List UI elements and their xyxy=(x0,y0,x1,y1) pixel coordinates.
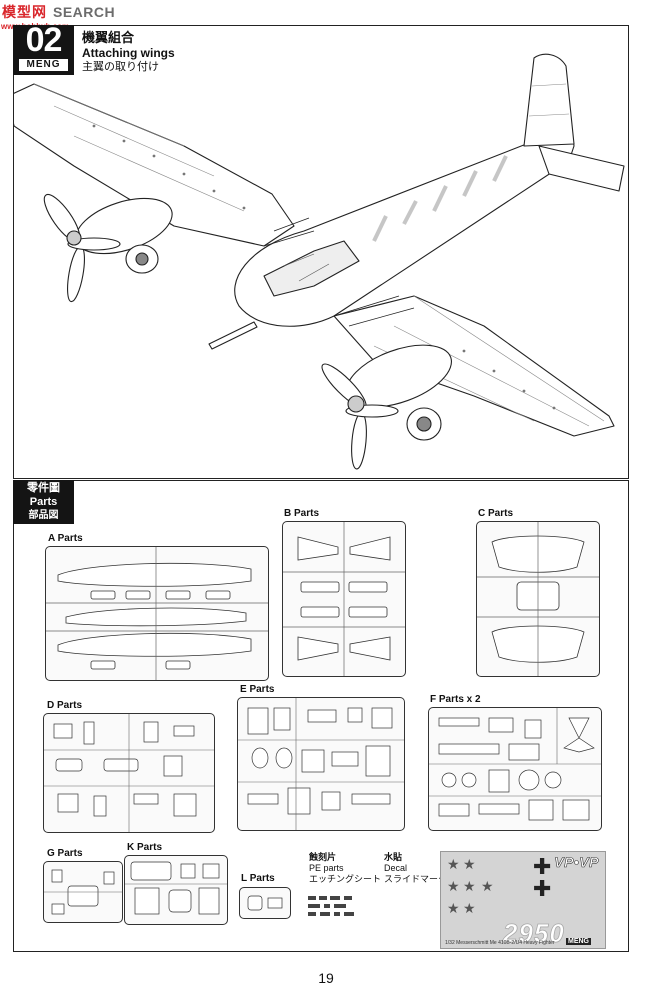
decal-brand: MENG xyxy=(566,938,591,945)
sprue-c-drawing xyxy=(477,522,599,676)
watermark-cn: 模型网 xyxy=(2,4,47,20)
balkenkreuz-icon: ✚ xyxy=(533,854,552,879)
parts-badge: 零件圖 Parts 部品図 xyxy=(13,480,74,524)
balkenkreuz-icon: ✚ xyxy=(533,876,552,901)
decal-fine-print: 1/32 Messerschmitt Me 410B-2/U4 Heavy Fi… xyxy=(445,940,555,946)
sprue-g xyxy=(43,861,123,923)
watermark-en: SEARCH xyxy=(53,4,116,20)
decal-label: 水貼 Decal スライドマーク xyxy=(384,852,447,884)
star-icon: ★ xyxy=(447,900,460,916)
decal-sheet: ★ ★ ★ ★ ★ ★ ★ ✚ ✚ VP•VP 2950 1/32 Messer… xyxy=(440,851,606,949)
sprue-b xyxy=(282,521,406,677)
star-icon: ★ xyxy=(463,878,476,894)
sprue-l-drawing xyxy=(247,895,283,911)
sprue-e-drawing xyxy=(238,698,404,830)
step-frame xyxy=(13,25,629,479)
star-icon: ★ xyxy=(463,856,476,872)
sprue-label-l: L Parts xyxy=(241,873,275,884)
decal-label-cn: 水貼 xyxy=(384,852,403,862)
sprue-c xyxy=(476,521,600,677)
pe-label-jp: エッチングシート xyxy=(309,873,382,884)
step-title-jp: 主翼の取り付け xyxy=(82,61,159,74)
pe-sheet xyxy=(308,896,354,916)
page-number: 19 xyxy=(318,970,334,986)
parts-title-cn: 零件圖 xyxy=(27,482,60,494)
parts-title-en: Parts xyxy=(29,495,58,508)
sprue-label-d: D Parts xyxy=(47,700,83,711)
meng-logo: MENG xyxy=(19,59,68,71)
pe-label: 蝕刻片 PE parts エッチングシート xyxy=(309,852,381,884)
sprue-label-g: G Parts xyxy=(47,848,83,859)
step-title-en: Attaching wings xyxy=(82,46,175,61)
decal-label-jp: スライドマーク xyxy=(384,873,448,884)
sprue-g-drawing xyxy=(44,869,122,915)
star-icon: ★ xyxy=(447,856,460,872)
sprue-e xyxy=(237,697,405,831)
star-icon: ★ xyxy=(463,900,476,916)
decal-number: 2950 xyxy=(503,918,565,948)
aircraft-assembly-illustration xyxy=(14,53,625,470)
sprue-a xyxy=(45,546,269,681)
step-number: 02 xyxy=(25,21,63,59)
star-icon: ★ xyxy=(481,878,494,894)
decal-code: VP•VP xyxy=(554,854,599,871)
pe-label-cn: 蝕刻片 xyxy=(309,852,337,862)
parts-title-jp: 部品図 xyxy=(28,509,59,521)
sprue-k xyxy=(124,855,228,925)
sprue-a-drawing xyxy=(46,547,268,680)
step-title-cn: 機翼組合 xyxy=(82,30,135,45)
sprue-f-drawing xyxy=(429,708,601,821)
star-icon: ★ xyxy=(447,878,460,894)
sprue-label-b: B Parts xyxy=(284,508,320,519)
sprue-f xyxy=(428,707,602,831)
sprue-b-drawing xyxy=(283,522,405,676)
decal-label-en: Decal xyxy=(384,862,408,873)
sprue-d xyxy=(43,713,215,833)
sprue-k-drawing xyxy=(125,861,227,915)
sprue-l xyxy=(239,887,291,919)
sprue-label-f: F Parts x 2 xyxy=(430,694,481,705)
pe-label-en: PE parts xyxy=(309,862,344,873)
sprue-d-drawing xyxy=(44,714,214,832)
step-title: 機翼組合 Attaching wings 主翼の取り付け xyxy=(82,30,175,75)
sprue-label-k: K Parts xyxy=(127,842,163,853)
sprue-label-a: A Parts xyxy=(48,533,83,544)
sprue-label-e: E Parts xyxy=(240,684,275,695)
step-number-badge: 02 MENG xyxy=(13,21,74,75)
sprue-label-c: C Parts xyxy=(478,508,514,519)
